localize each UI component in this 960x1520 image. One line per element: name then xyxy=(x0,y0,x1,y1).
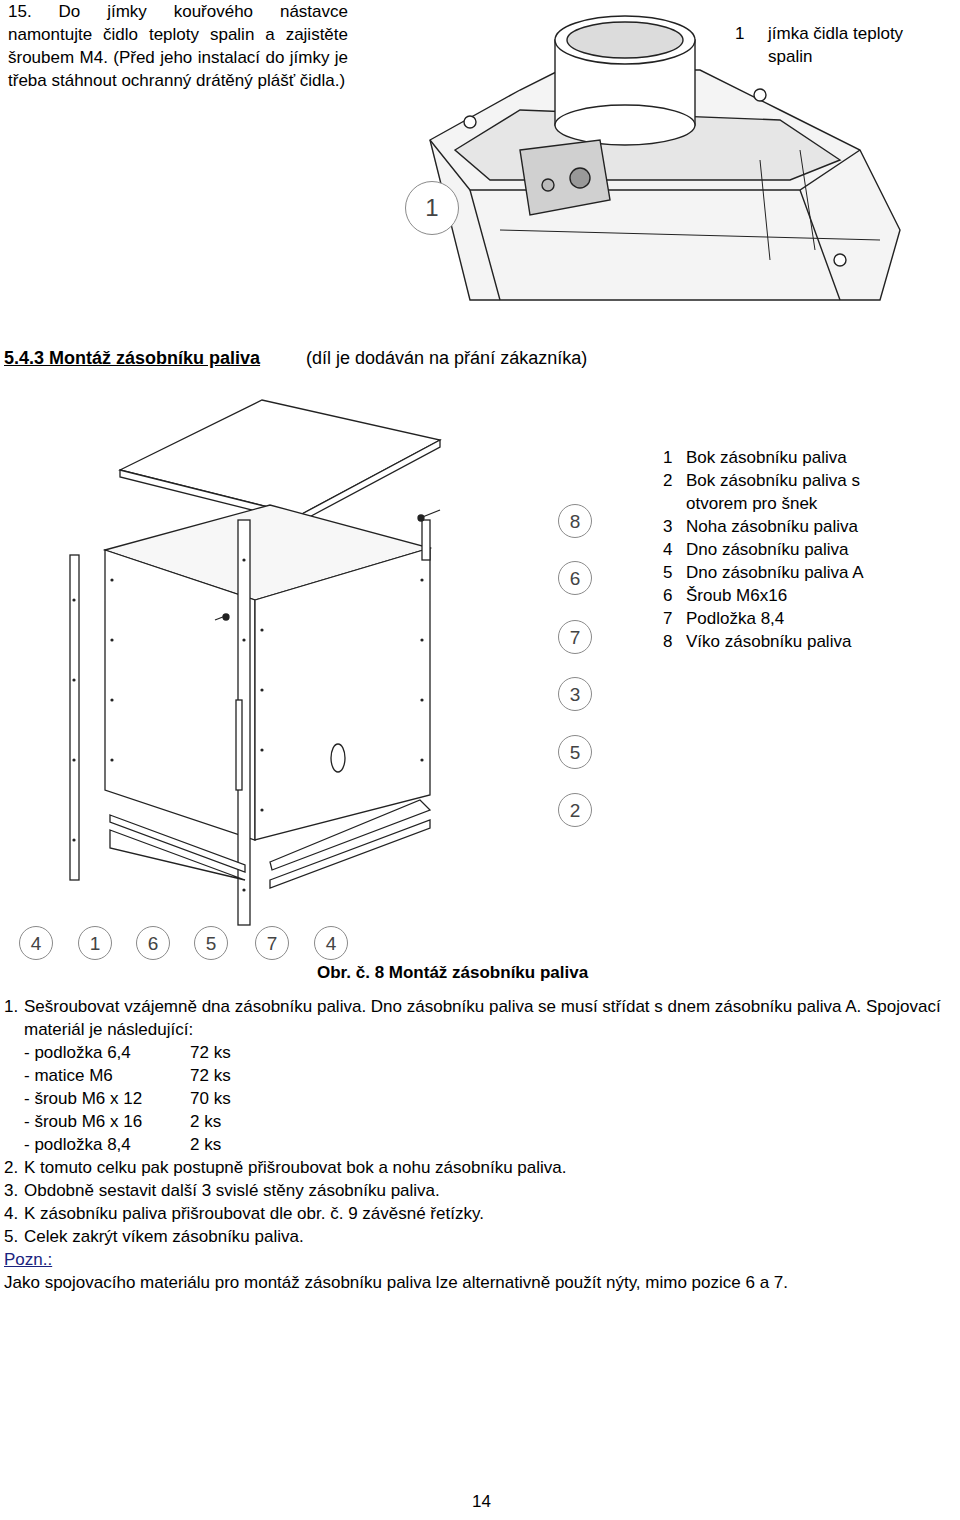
step-text: K zásobníku paliva přišroubovat dle obr.… xyxy=(24,1202,954,1225)
callout-number: 1 xyxy=(90,934,101,953)
callout-circle: 7 xyxy=(255,926,289,960)
page-number: 14 xyxy=(472,1490,491,1513)
callout-circle: 3 xyxy=(558,677,592,711)
note-heading: Pozn.: xyxy=(4,1248,52,1271)
callout-circle: 6 xyxy=(558,561,592,595)
step-text: Sešroubovat vzájemně dna zásobníku paliv… xyxy=(24,995,954,1041)
callout-number: 8 xyxy=(570,512,581,531)
part-name: Šroub M6x16 xyxy=(686,584,936,607)
note-text: Jako spojovacího materiálu pro montáž zá… xyxy=(4,1271,954,1294)
step-text: Celek zakrýt víkem zásobníku paliva. xyxy=(24,1225,954,1248)
material-item: - šroub M6 x 12 xyxy=(24,1087,142,1110)
part-number: 3 xyxy=(663,515,672,538)
material-qty: 2 ks xyxy=(190,1133,221,1156)
callout-number: 2 xyxy=(570,801,581,820)
part-name: Noha zásobníku paliva xyxy=(686,515,936,538)
part-name: Víko zásobníku paliva xyxy=(686,630,936,653)
callout-number: 1 xyxy=(425,196,438,220)
step-text: K tomuto celku pak postupně přišroubovat… xyxy=(24,1156,954,1179)
part-number: 2 xyxy=(663,469,672,492)
material-qty: 72 ks xyxy=(190,1041,231,1064)
part-name: Bok zásobníku paliva xyxy=(686,446,936,469)
instruction-text: 15. Do jímky kouřového nástavce namontuj… xyxy=(8,0,348,92)
part-number: 6 xyxy=(663,584,672,607)
callout-number: 5 xyxy=(206,934,217,953)
material-item: - podložka 6,4 xyxy=(24,1041,131,1064)
callout-circle: 6 xyxy=(136,926,170,960)
section-heading: 5.4.3 Montáž zásobníku paliva xyxy=(4,347,260,370)
callout-number: 7 xyxy=(267,934,278,953)
callout-number: 6 xyxy=(570,569,581,588)
part-number: 4 xyxy=(663,538,672,561)
part-number: 1 xyxy=(663,446,672,469)
step-number: 2. xyxy=(4,1156,18,1179)
callout-circle: 1 xyxy=(78,926,112,960)
callout-circle: 7 xyxy=(558,620,592,654)
step-number: 3. xyxy=(4,1179,18,1202)
callout-circle: 4 xyxy=(314,926,348,960)
material-qty: 2 ks xyxy=(190,1110,221,1133)
legend-number: 1 xyxy=(735,22,744,45)
callout-circle: 2 xyxy=(558,793,592,827)
heading-note: (díl je dodáván na přání zákazníka) xyxy=(306,347,587,370)
material-item: - podložka 8,4 xyxy=(24,1133,131,1156)
callout-circle: 5 xyxy=(558,735,592,769)
part-name: Podložka 8,4 xyxy=(686,607,936,630)
part-number: 5 xyxy=(663,561,672,584)
callout-circle: 5 xyxy=(194,926,228,960)
callout-number: 3 xyxy=(570,685,581,704)
step-text: Obdobně sestavit další 3 svislé stěny zá… xyxy=(24,1179,954,1202)
hopper-exploded-drawing xyxy=(70,400,440,925)
material-item: - šroub M6 x 16 xyxy=(24,1110,142,1133)
part-name: Dno zásobníku paliva A xyxy=(686,561,936,584)
part-number: 8 xyxy=(663,630,672,653)
part-name: Dno zásobníku paliva xyxy=(686,538,936,561)
step-number: 4. xyxy=(4,1202,18,1225)
callout-number: 4 xyxy=(326,934,337,953)
callout-circle: 8 xyxy=(558,504,592,538)
step-number: 1. xyxy=(4,995,18,1018)
part-name: Bok zásobníku paliva s otvorem pro šnek xyxy=(686,469,901,515)
callout-number: 5 xyxy=(570,743,581,762)
flue-adaptor-drawing xyxy=(430,16,900,300)
callout-circle: 1 xyxy=(405,181,459,235)
callout-circle: 4 xyxy=(19,926,53,960)
callout-number: 7 xyxy=(570,628,581,647)
callout-number: 6 xyxy=(148,934,159,953)
legend-text: jímka čidla teploty spalin xyxy=(768,22,948,68)
material-qty: 72 ks xyxy=(190,1064,231,1087)
material-qty: 70 ks xyxy=(190,1087,231,1110)
callout-number: 4 xyxy=(31,934,42,953)
step-number: 5. xyxy=(4,1225,18,1248)
part-number: 7 xyxy=(663,607,672,630)
figure-caption: Obr. č. 8 Montáž zásobníku paliva xyxy=(317,961,588,984)
material-item: - matice M6 xyxy=(24,1064,113,1087)
